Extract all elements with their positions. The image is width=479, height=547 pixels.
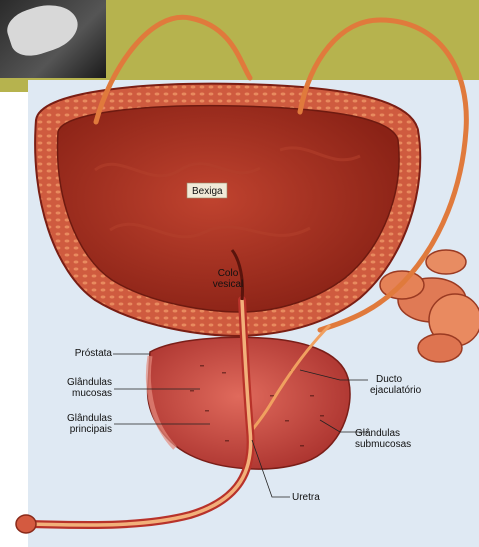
colo-line2: vesical: [206, 279, 250, 290]
colo-line1: Colo: [206, 268, 250, 279]
ducto-line1: Ducto: [370, 374, 421, 385]
label-prostata: Próstata: [54, 348, 112, 359]
gland-principais-line1: Glândulas: [54, 413, 112, 424]
gland-principais-line2: principais: [54, 424, 112, 435]
seminal-vesicles: [380, 250, 479, 362]
urethra-end: [16, 515, 36, 533]
label-uretra: Uretra: [292, 492, 320, 503]
label-glandulas-submucosas: Glândulas submucosas: [355, 428, 411, 450]
label-glandulas-mucosas: Glândulas mucosas: [54, 377, 112, 399]
label-colo-vesical: Colo vesical: [206, 268, 250, 290]
gland-mucosas-line2: mucosas: [54, 388, 112, 399]
label-ducto-ejaculatorio: Ducto ejaculatório: [370, 374, 421, 396]
label-glandulas-principais: Glândulas principais: [54, 413, 112, 435]
ducto-line2: ejaculatório: [370, 385, 421, 396]
gland-submucosas-line2: submucosas: [355, 439, 411, 450]
gland-submucosas-line1: Glândulas: [355, 428, 411, 439]
label-bexiga: Bexiga: [192, 186, 223, 197]
gland-mucosas-line1: Glândulas: [54, 377, 112, 388]
